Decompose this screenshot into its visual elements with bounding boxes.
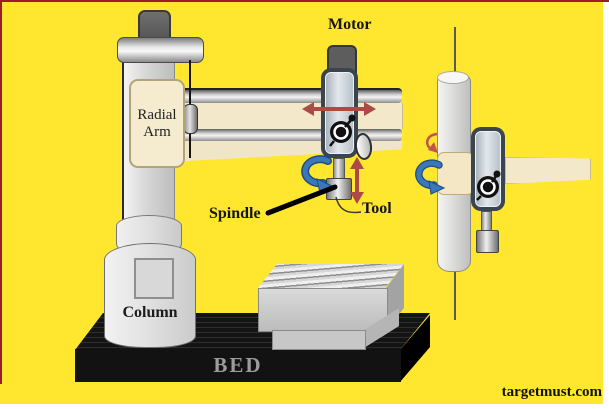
spindle-pointer-line [265, 184, 338, 216]
radial-arm-top-rail [168, 88, 402, 103]
work-table-front-face [258, 288, 388, 332]
spindle-label: Spindle [209, 205, 261, 222]
mini-tool-chuck [476, 230, 499, 253]
mini-drill-head [471, 127, 505, 211]
image-edge-right [603, 0, 609, 409]
radial-arm-body [168, 103, 403, 129]
column-axis-line-bottom [454, 270, 456, 320]
vertical-move-arrow-icon [350, 157, 364, 204]
belt-knob [183, 104, 198, 134]
drill-head-panel [325, 72, 354, 154]
motor-label: Motor [328, 16, 372, 33]
column-base-panel [134, 258, 174, 299]
bed-front-face: BED [75, 349, 401, 382]
table-base-front-face [272, 330, 366, 350]
radial-arm-label: Radial Arm [137, 106, 177, 140]
tool-chuck [326, 178, 352, 200]
tool-label: Tool [362, 200, 392, 217]
column-axis-line-top [454, 27, 456, 75]
column-top-cap [117, 37, 204, 63]
bed-label: BED [213, 353, 263, 377]
column-label: Column [122, 304, 178, 321]
column-base: Column [104, 243, 196, 348]
image-edge-bottom [0, 404, 609, 409]
image-edge-top [0, 0, 609, 2]
drill-head [321, 68, 358, 158]
work-table-top [258, 264, 404, 288]
spindle-shaft [333, 158, 345, 180]
mini-drill-head-panel [475, 131, 501, 207]
mini-radial-arm [505, 157, 591, 184]
mini-arm-sleeve [437, 152, 474, 195]
image-edge-left [0, 0, 2, 384]
mini-column-top-face [437, 71, 469, 84]
watermark-text: targetmust.com [501, 384, 602, 400]
radial-arm-label-plate: Radial Arm [129, 79, 185, 168]
